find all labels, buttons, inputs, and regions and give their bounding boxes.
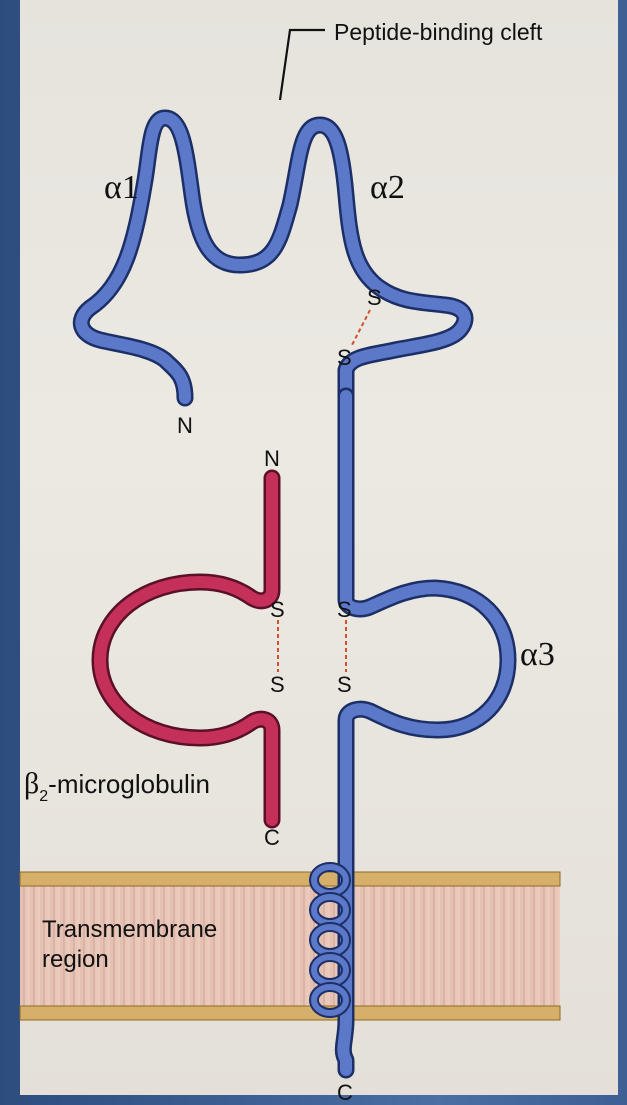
transmembrane-label-line1: Transmembrane <box>42 915 217 945</box>
alpha3-disulfide-s-upper: S <box>337 597 352 622</box>
membrane-top-edge <box>20 872 560 886</box>
transmembrane-region-label: Transmembrane region <box>42 915 217 975</box>
b2m-c-terminus: C <box>264 825 280 850</box>
peptide-binding-cleft-label: Peptide-binding cleft <box>334 19 543 45</box>
alpha3-disulfide-s-lower: S <box>337 672 352 697</box>
membrane-bottom-edge <box>20 1006 560 1020</box>
transmembrane-label-line2: region <box>42 945 217 975</box>
alpha1-label: α1 <box>104 169 139 206</box>
b2m-disulfide-s-lower: S <box>270 672 285 697</box>
alpha2-disulfide-s-lower: S <box>337 345 352 370</box>
b2m-disulfide-s-upper: S <box>270 597 285 622</box>
alpha2-label: α2 <box>370 169 405 206</box>
alpha2-disulfide-s-upper: S <box>367 285 382 310</box>
alpha-chain-c-terminus: C <box>337 1080 353 1105</box>
alpha3-label: α3 <box>520 636 555 673</box>
b2m-n-terminus: N <box>264 446 280 471</box>
alpha2-disulfide-bond <box>352 310 370 345</box>
beta2-microglobulin-label: β2-microglobulin <box>24 767 210 805</box>
peptide-cleft-pointer-line <box>280 30 325 100</box>
alpha-chain-n-terminus: N <box>177 413 193 438</box>
